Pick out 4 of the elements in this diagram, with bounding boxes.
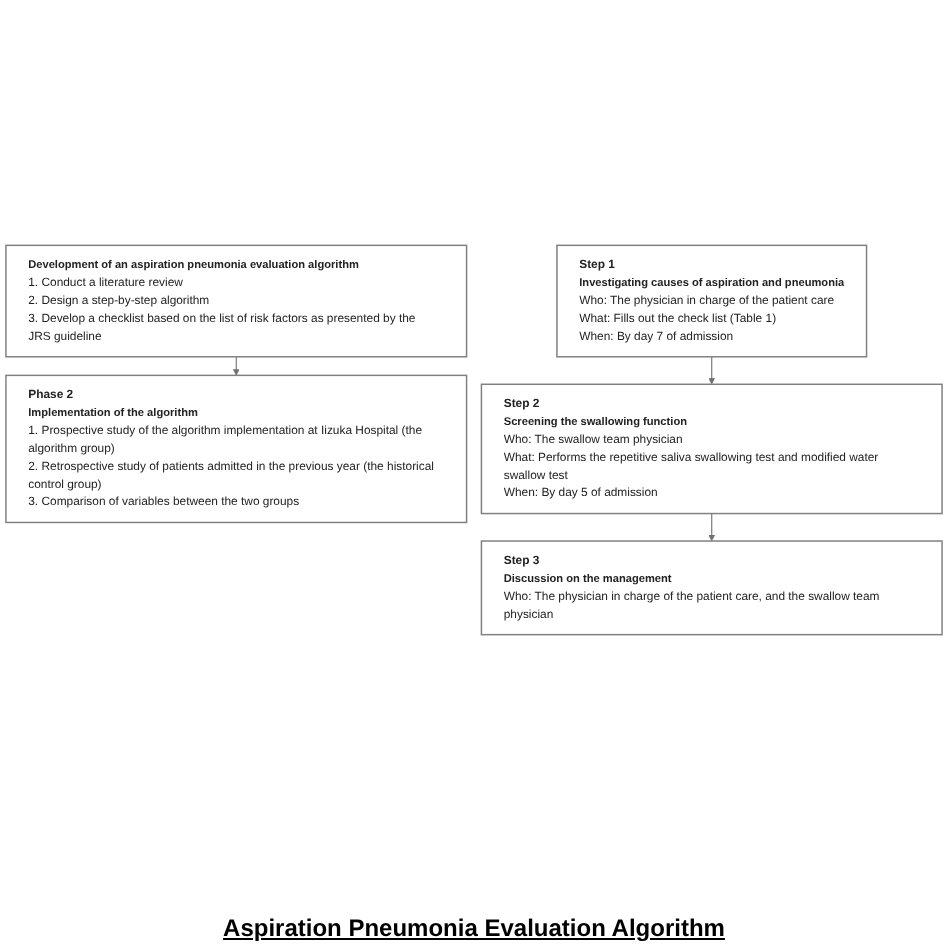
section-heading: Aspiration Pneumonia Evaluation Algorithm [223, 914, 725, 942]
arrow [708, 513, 715, 542]
arrow [708, 356, 715, 385]
arrow [233, 356, 240, 376]
